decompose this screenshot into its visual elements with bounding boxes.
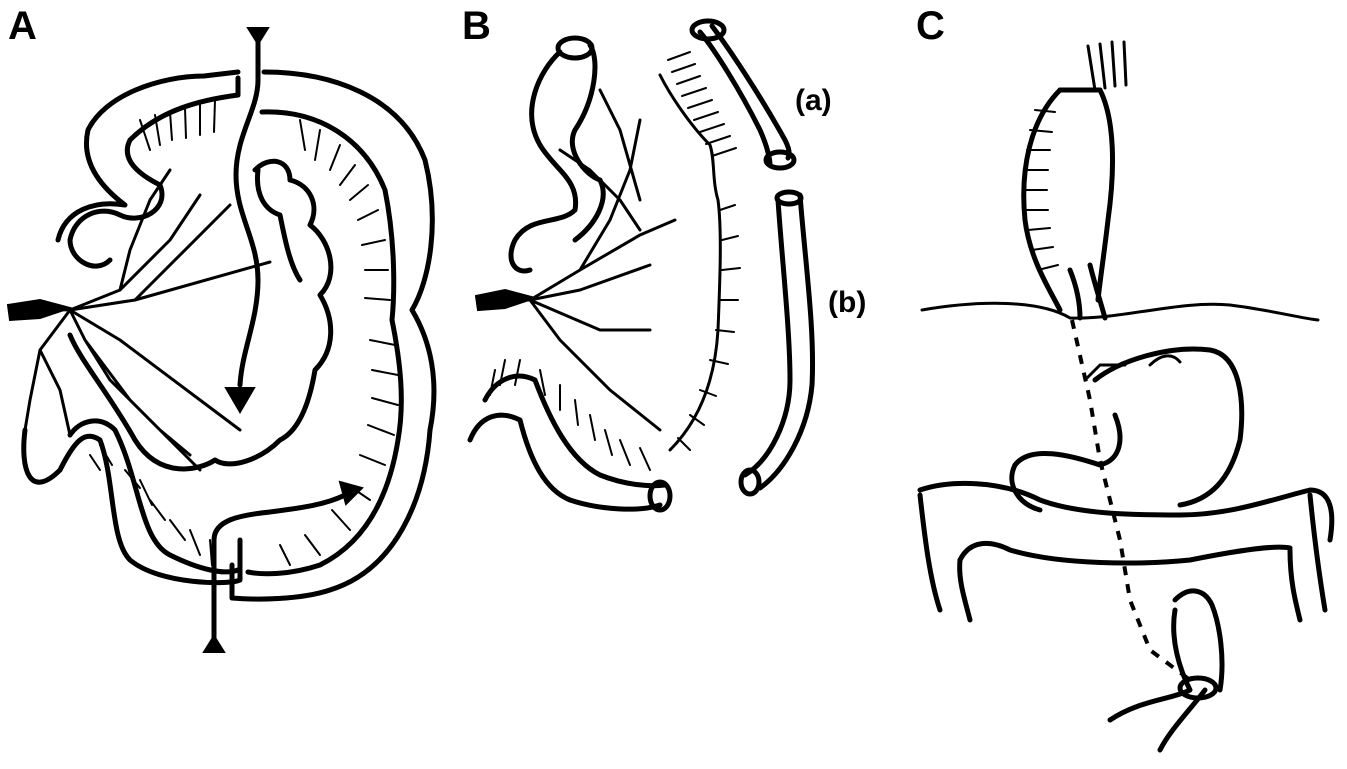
transverse-colon-upper [920,483,1332,540]
retained-colon-end-top [558,38,592,58]
segment-a-end-top [692,21,724,39]
cervical-esophagus [1088,42,1126,90]
panel-c-drawing [920,42,1332,750]
segment-b-wall [745,195,813,488]
segment-b-end-top [777,192,801,204]
transverse-colon-lower [960,543,1290,563]
diaphragm-line [922,303,1318,320]
top-marker-triangle [248,28,268,44]
retained-colon-lower [470,376,665,509]
panel-a-drawing [8,28,434,652]
interposed-conduit [1024,90,1113,310]
segment-a-wall [700,26,789,165]
segment-a-vasa-recta [668,52,740,450]
jejunal-loop [1110,591,1222,750]
bottom-marker-triangle [204,636,224,652]
vascular-pedicle-a [8,300,70,320]
retained-colon-wall [511,45,603,271]
stomach [1012,349,1242,510]
arrowhead-top [226,388,254,412]
panel-b-drawing [470,21,813,510]
colon-descending-right [1290,495,1325,620]
vascular-pedicle-b [476,290,535,310]
